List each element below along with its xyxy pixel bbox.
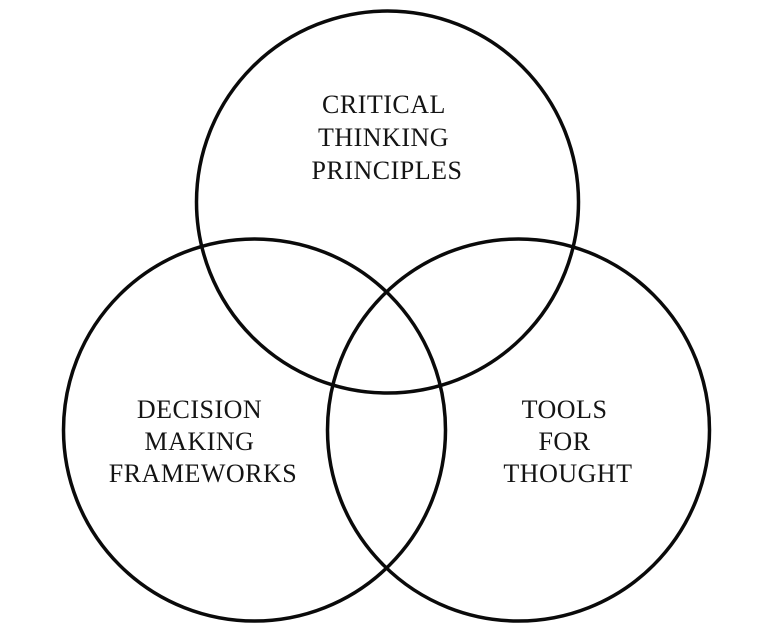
venn-label-line: PRINCIPLES (312, 156, 463, 185)
venn-label-line: FOR (538, 427, 590, 456)
venn-label-line: TOOLS (522, 395, 608, 424)
venn-label-line: FRAMEWORKS (109, 459, 297, 488)
venn-label-line: CRITICAL (322, 90, 445, 119)
venn-label-line: THINKING (318, 123, 449, 152)
venn-circle-tools-for-thought (325, 237, 712, 623)
venn-circle-critical-thinking-principles (194, 9, 581, 395)
venn-label-decision-making-frameworks: DECISION MAKING FRAMEWORKS (109, 395, 297, 488)
venn-circle-decision-making-frameworks (61, 237, 448, 623)
venn-label-tools-for-thought: TOOLS FOR THOUGHT (503, 395, 632, 488)
venn-label-line: DECISION (137, 395, 262, 424)
venn-label-critical-thinking-principles: CRITICAL THINKING PRINCIPLES (312, 90, 463, 185)
venn-label-line: THOUGHT (503, 459, 632, 488)
venn-label-line: MAKING (145, 427, 255, 456)
